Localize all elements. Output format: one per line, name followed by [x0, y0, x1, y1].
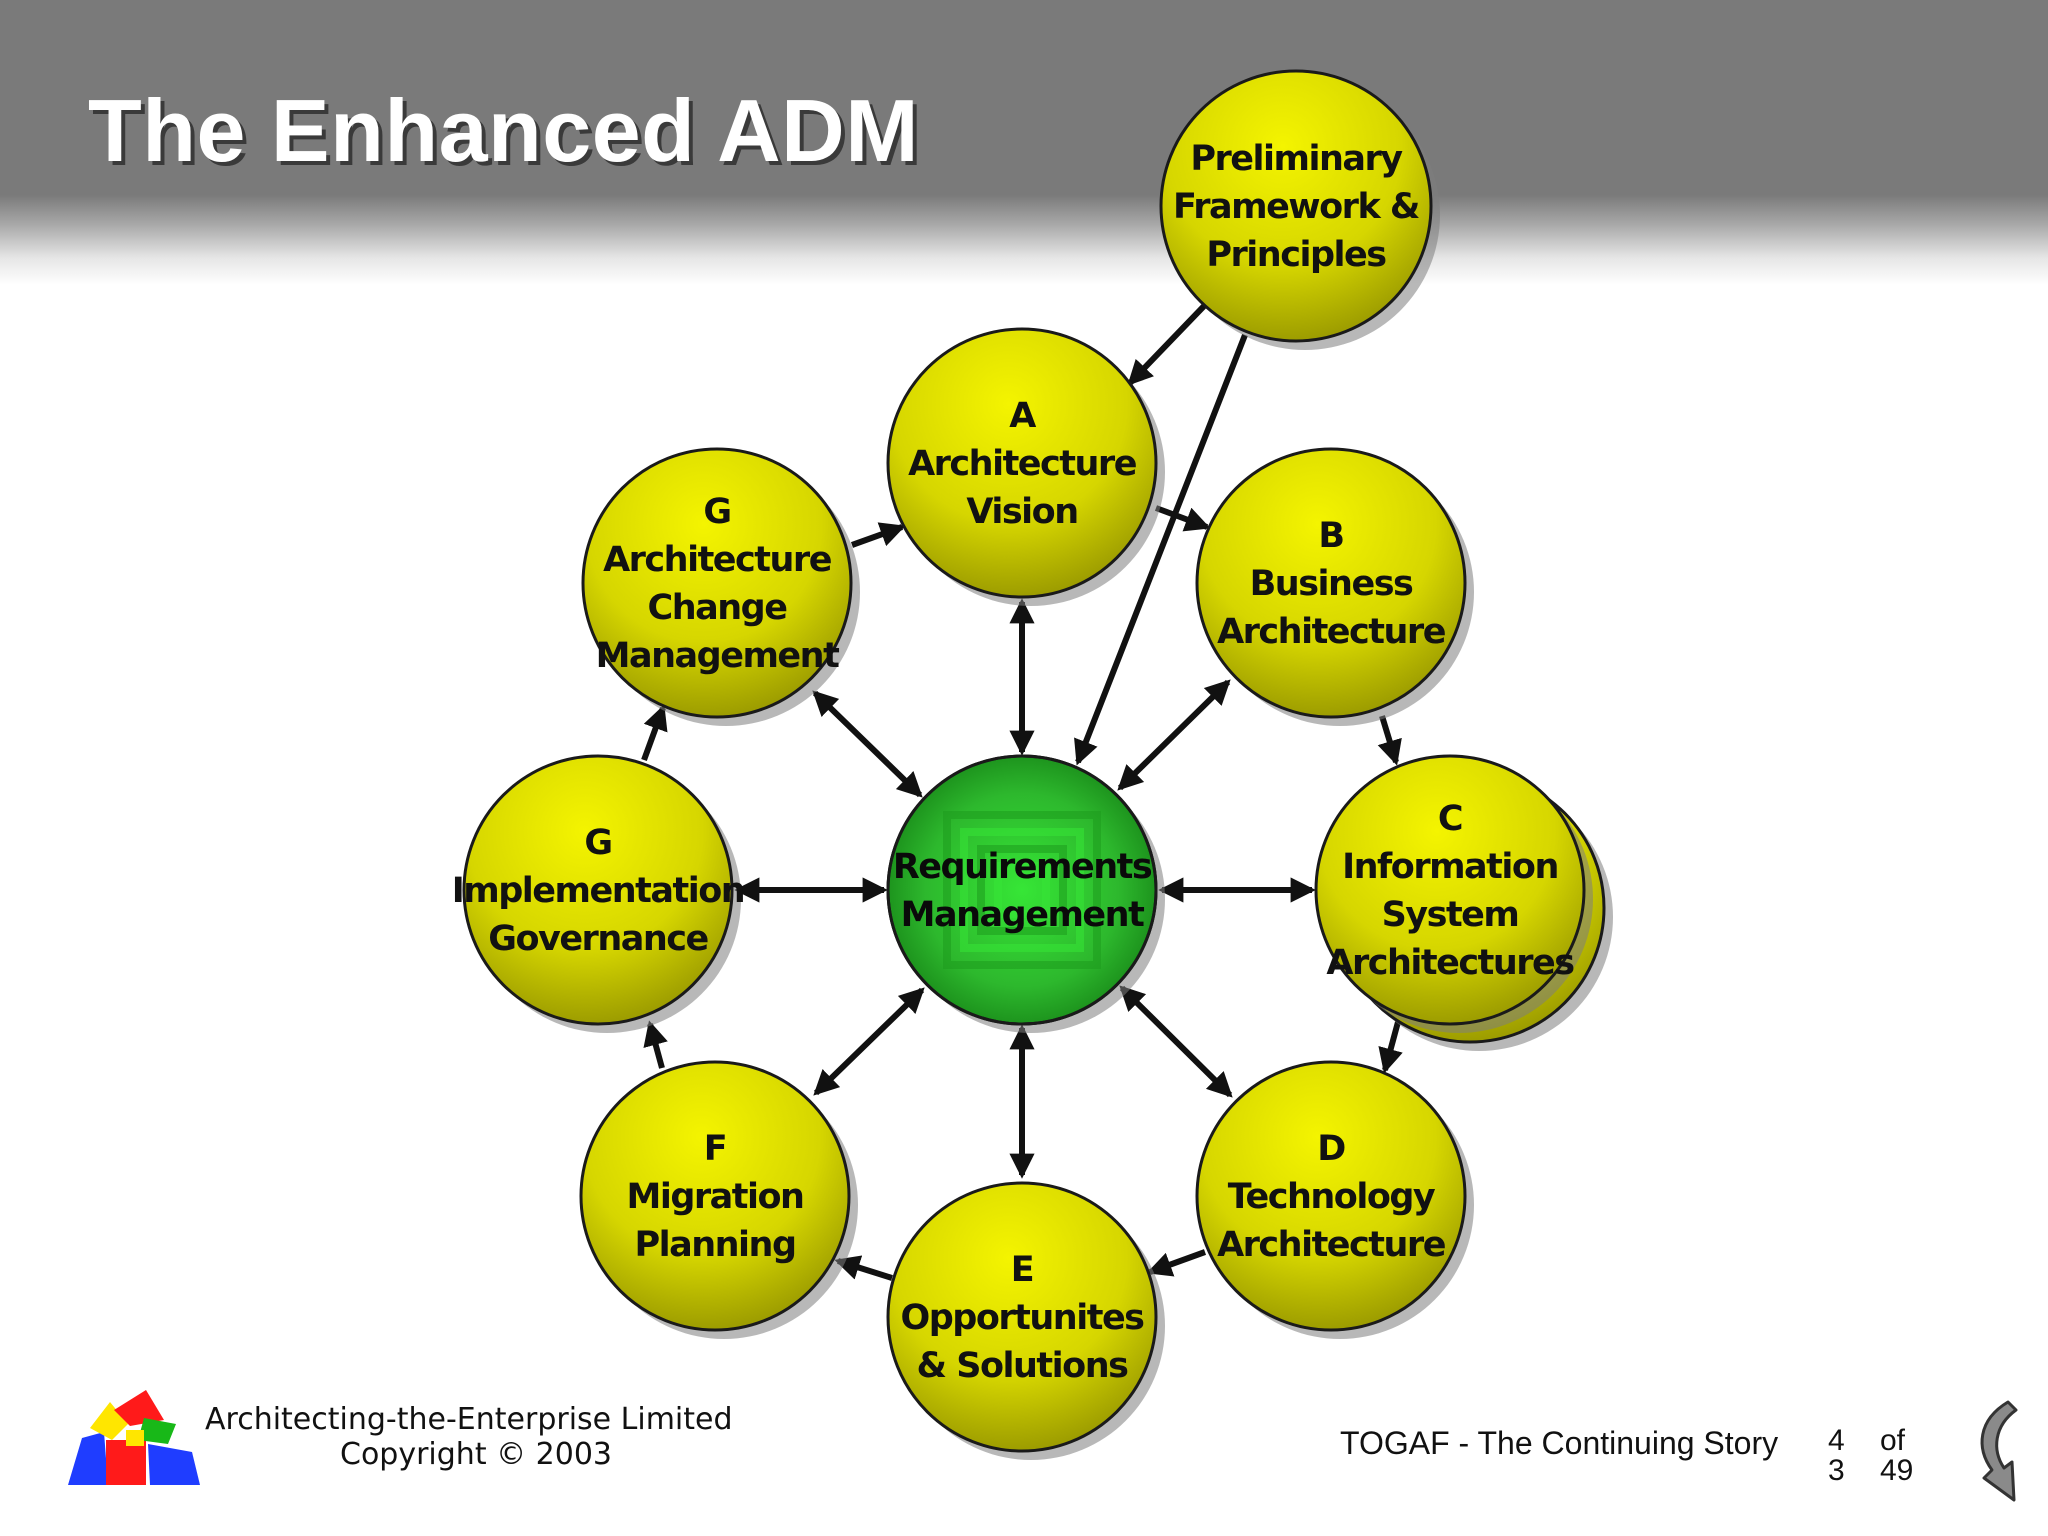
node-b-label-2: Architecture	[1217, 612, 1446, 652]
colored-blocks-logo-icon	[66, 1380, 206, 1495]
center-bevel-3	[994, 862, 1050, 918]
node-b-label-0: B	[1318, 516, 1343, 556]
node-g-governance-label-2: Governance	[488, 919, 708, 959]
arrow-ggov-to-gchange	[641, 704, 668, 762]
copyright-notice: Copyright © 2003	[340, 1437, 613, 1472]
node-preliminary-label-0: Preliminary	[1190, 139, 1403, 179]
center-bevel-2	[977, 845, 1067, 935]
node-e: E Opportunites & Solutions	[886, 1181, 1165, 1460]
node-g-change-label-1: Architecture	[603, 540, 832, 580]
node-requirements-label-0: Requirements	[893, 847, 1152, 887]
node-g-governance-label-1: Implementation	[452, 871, 744, 911]
page-current-digit-2: 3	[1828, 1454, 1845, 1487]
page-total: 49	[1880, 1454, 1914, 1487]
node-b-label-1: Business	[1250, 564, 1413, 604]
node-preliminary-circle	[1159, 69, 1433, 343]
node-a-label-2: Vision	[966, 492, 1077, 532]
arrow-req-gchange	[812, 690, 923, 798]
arrow-d-to-e	[1146, 1249, 1207, 1277]
page-current-digit-1: 4	[1828, 1424, 1845, 1457]
node-c-label-1: Information	[1342, 847, 1558, 887]
node-g-change-label-2: Change	[648, 588, 788, 628]
node-c-circle	[1314, 754, 1586, 1026]
node-e-label-0: E	[1011, 1250, 1033, 1290]
node-c-label-3: Architectures	[1326, 943, 1574, 983]
arrow-c-to-d	[1378, 1021, 1403, 1074]
node-a-label-0: A	[1009, 396, 1036, 436]
arrow-f-to-ggov	[643, 1020, 668, 1069]
node-d-label-2: Architecture	[1217, 1225, 1446, 1265]
node-f-label-0: F	[704, 1129, 726, 1169]
return-arrow-icon[interactable]	[1968, 1396, 2024, 1511]
node-f-circle	[579, 1060, 851, 1332]
node-a-label-1: Architecture	[908, 444, 1137, 484]
arrow-b-to-c	[1377, 715, 1402, 766]
slide-title: The Enhanced ADM	[88, 81, 920, 180]
node-preliminary-label-2: Principles	[1206, 235, 1386, 275]
center-bevel-1	[960, 828, 1084, 952]
node-c-label-0: C	[1438, 799, 1462, 839]
arrow-layer	[641, 302, 1403, 1281]
arrow-e-to-f	[834, 1255, 893, 1281]
node-c-label-2: System	[1382, 895, 1519, 935]
node-a-circle	[886, 327, 1158, 599]
arrow-req-b	[1117, 679, 1231, 791]
node-d-circle	[1195, 1060, 1467, 1332]
arrow-gchange-to-a	[850, 522, 906, 548]
company-name: Architecting-the-Enterprise Limited	[205, 1402, 733, 1437]
node-e-circle	[886, 1181, 1158, 1453]
center-bevel-0	[943, 811, 1101, 969]
node-requirements-label-1: Management	[901, 895, 1144, 935]
node-g-change-circle	[581, 447, 853, 719]
presentation-title: TOGAF - The Continuing Story	[1340, 1425, 1779, 1461]
arrow-prelim-to-a	[1127, 302, 1208, 386]
node-g-governance-circle	[462, 754, 734, 1026]
node-d-label-0: D	[1317, 1129, 1345, 1169]
node-e-label-2: & Solutions	[917, 1346, 1129, 1386]
node-preliminary-label-1: Framework &	[1173, 187, 1420, 227]
node-g-change-label-3: Management	[596, 636, 839, 676]
node-d-label-1: Technology	[1228, 1177, 1436, 1217]
header-band	[0, 0, 2048, 285]
node-g-governance-label-0: G	[584, 823, 611, 863]
arrow-req-f	[813, 987, 925, 1096]
node-requirements-outline	[886, 754, 1158, 1026]
arrow-req-d	[1119, 985, 1233, 1098]
node-g-change-label-0: G	[703, 492, 730, 532]
page-of-label: of	[1880, 1424, 1906, 1457]
arrow-a-to-b	[1154, 505, 1211, 532]
node-b-circle	[1195, 447, 1467, 719]
node-f-label-2: Planning	[634, 1225, 795, 1265]
arrow-prelim-to-req	[1074, 333, 1248, 766]
node-e-label-1: Opportunites	[900, 1298, 1144, 1338]
node-f-label-1: Migration	[627, 1177, 804, 1217]
